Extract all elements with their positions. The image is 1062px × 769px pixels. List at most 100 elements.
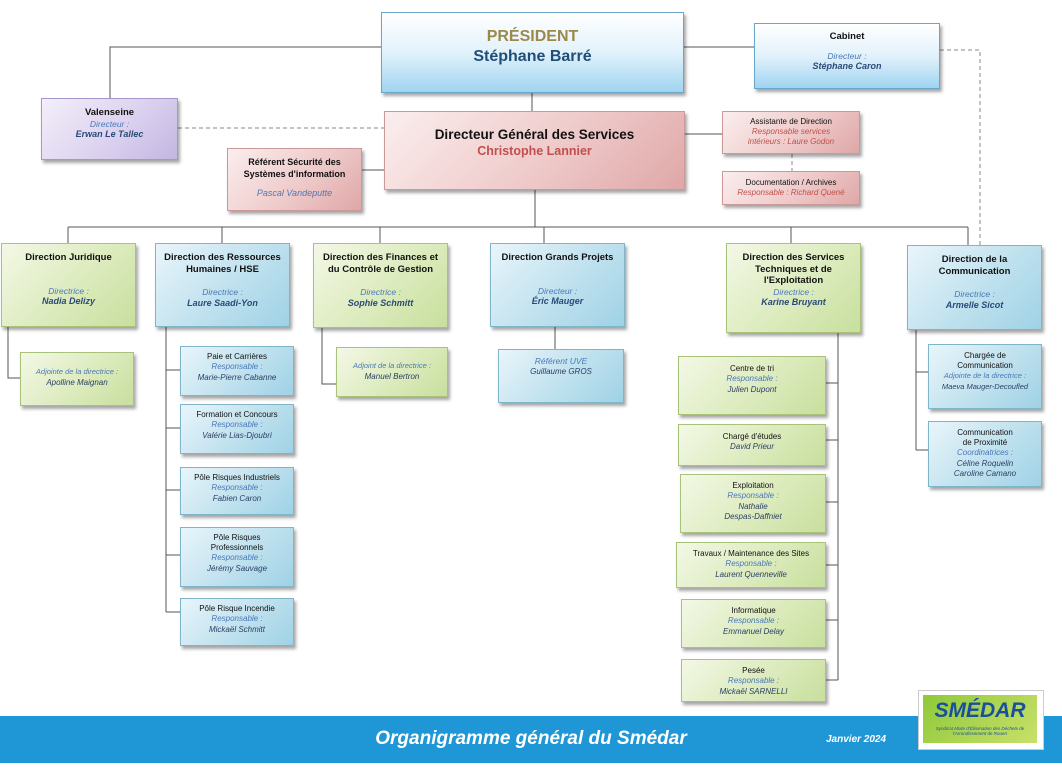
technique-sub-exploitation-title: Exploitation [732,481,774,490]
communication-box: Direction de la Communication Directrice… [907,245,1042,330]
securite-box: Référent Sécurité des Systèmes d'informa… [227,148,362,211]
communication-sub-chargee-role: Adjointe de la directrice : [943,371,1027,380]
rh-sub-incendie: Pôle Risque Incendie Responsable : Micka… [180,598,294,646]
rh-sub-formation-title: Formation et Concours [196,410,278,419]
juridique-box: Direction Juridique Directrice : Nadia D… [1,243,136,327]
technique-sub-tri: Centre de tri Responsable : Julien Dupon… [678,356,826,415]
communication-sub-chargee: Chargée de Communication Adjointe de la … [928,344,1042,409]
footer-date: Janvier 2024 [826,734,887,745]
communication-sub-chargee-name: Maeva Mauger-Decoufled [941,381,1029,391]
rh-sub-professionnels-title-1: Pôle Risques [213,533,261,542]
technique-sub-pesee-title: Pesée [742,666,765,675]
communication-sub-proximite-title-2: de Proximité [962,438,1008,447]
communication-sub-proximite-title-1: Communication [957,428,1013,437]
rh-sub-formation: Formation et Concours Responsable : Valé… [180,404,294,454]
rh-title-2: Humaines / HSE [186,263,259,275]
smedar-logo: SMÉDAR Syndicat Mixte d'Élimination des … [918,690,1044,750]
technique-sub-tri-name: Julien Dupont [727,384,777,394]
valenseine-role: Directeur : [89,118,130,129]
finances-adjoint-role: Adjoint de la directrice : [353,361,431,370]
rh-sub-incendie-role: Responsable : [211,614,263,623]
rh-sub-paie-title: Paie et Carrières [206,352,268,361]
rh-sub-professionnels-title-2: Professionnels [210,543,264,552]
communication-sub-chargee-title-1: Chargée de [964,351,1006,360]
technique-role: Directrice : [773,286,814,297]
dgs-title: Directeur Général des Services [434,127,635,142]
communication-sub-chargee-title-2: Communication [957,361,1013,370]
president-box: PRÉSIDENT Stéphane Barré [381,12,684,93]
rh-sub-formation-name: Valérie Lias-Djoubri [202,430,272,440]
projets-title: Direction Grands Projets [501,252,614,263]
technique-sub-exploitation-role: Responsable : [727,491,779,500]
technique-sub-travaux: Travaux / Maintenance des Sites Responsa… [676,542,826,588]
projets-role: Directeur : [537,285,578,296]
assistante-role-1: Responsable services [751,127,831,136]
documentation-box: Documentation / Archives Responsable : R… [722,171,860,205]
projets-referent-role: Référent UVE [534,356,588,366]
finances-title-2: du Contrôle de Gestion [327,263,434,275]
projets-referent-box: Référent UVE Guillaume GROS [498,349,624,403]
communication-title-2: Communication [938,265,1011,277]
securite-title-2: Systèmes d'information [243,168,346,179]
assistante-role-2: intérieurs : Laure Godon [747,137,835,146]
rh-sub-paie-name: Marie-Pierre Cabanne [197,372,277,382]
cabinet-box: Cabinet Directeur : Stéphane Caron [754,23,940,89]
technique-sub-informatique-name: Emmanuel Delay [723,626,784,636]
technique-sub-pesee-name: Mickaël SARNELLI [719,686,788,696]
footer-banner: Organigramme général du Smédar Janvier 2… [0,716,1062,763]
rh-sub-industriels: Pôle Risques Industriels Responsable : F… [180,467,294,515]
juridique-title: Direction Juridique [25,252,112,263]
technique-title-3: l'Exploitation [763,275,824,286]
footer-title: Organigramme général du Smédar [375,728,687,749]
cabinet-role: Directeur : [827,50,867,61]
technique-sub-etudes-title: Chargé d'études [722,432,782,441]
communication-sub-proximite-name-1: Céline Roquelin [956,458,1014,468]
communication-sub-proximite-role: Coordinatrices : [956,448,1014,457]
finances-box: Direction des Finances et du Contrôle de… [313,243,448,328]
finances-name: Sophie Schmitt [347,297,414,308]
projets-name: Éric Mauger [531,296,584,306]
cabinet-title: Cabinet [829,31,865,42]
president-title: PRÉSIDENT [486,28,579,45]
finances-role: Directrice : [360,287,401,297]
technique-sub-travaux-name: Laurent Quenneville [715,569,787,579]
finances-title-1: Direction des Finances et [322,252,439,263]
juridique-adjoint-role: Adjointe de la directrice : [35,367,119,376]
technique-sub-informatique-title: Informatique [731,606,776,615]
communication-title-1: Direction de la [941,254,1008,265]
projets-box: Direction Grands Projets Directeur : Éri… [490,243,625,327]
rh-role: Directrice : [202,287,243,297]
finances-adjoint-name: Manuel Bertron [364,371,420,381]
rh-sub-professionnels-name: Jérémy Sauvage [206,563,268,573]
rh-sub-industriels-title: Pôle Risques Industriels [194,473,280,482]
finances-adjoint-box: Adjoint de la directrice : Manuel Bertro… [336,347,448,397]
logo-subtitle: Syndicat Mixte d'Élimination des Déchets… [935,726,1025,736]
technique-sub-travaux-title: Travaux / Maintenance des Sites [692,549,810,558]
cabinet-name: Stéphane Caron [812,61,882,71]
communication-sub-proximite-name-2: Caroline Camano [953,468,1017,478]
rh-name: Laure Saadi-Yon [187,297,258,308]
technique-name: Karine Bruyant [761,297,826,307]
rh-sub-industriels-role: Responsable : [211,483,263,492]
juridique-name: Nadia Delizy [41,296,96,306]
communication-role: Directrice : [954,289,995,299]
technique-sub-travaux-role: Responsable : [725,559,777,568]
technique-sub-etudes-name: David Prieur [729,442,774,451]
communication-name: Armelle Sicot [945,299,1004,310]
technique-title-2: Techniques et de [755,263,832,275]
documentation-role: Responsable : Richard Quené [737,188,845,197]
juridique-role: Directrice : [48,285,89,296]
dgs-name: Christophe Lannier [477,144,592,158]
rh-sub-professionnels: Pôle Risques Professionnels Responsable … [180,527,294,587]
rh-sub-paie-role: Responsable : [211,362,263,371]
technique-sub-tri-role: Responsable : [726,374,778,383]
rh-box: Direction des Ressources Humaines / HSE … [155,243,290,327]
technique-sub-exploitation-name-1: Nathalie [738,501,768,511]
technique-title-1: Direction des Services [742,252,845,263]
technique-sub-informatique: Informatique Responsable : Emmanuel Dela… [681,599,826,648]
technique-sub-pesee: Pesée Responsable : Mickaël SARNELLI [681,659,826,702]
president-name: Stéphane Barré [473,48,592,65]
logo-text: SMÉDAR [934,699,1026,722]
assistante-box: Assistante de Direction Responsable serv… [722,111,860,154]
